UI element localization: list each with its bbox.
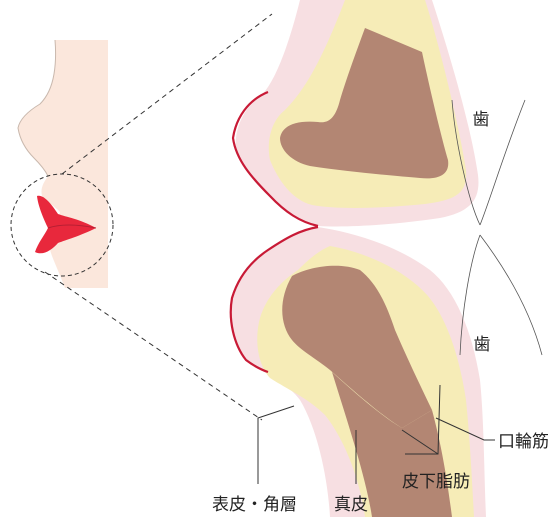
label-dermis: 真皮 bbox=[334, 495, 368, 515]
face-profile bbox=[11, 40, 113, 288]
zoom-line-bottom bbox=[45, 272, 262, 420]
label-epidermis: 表皮・角層 bbox=[212, 495, 297, 515]
leader-epidermis bbox=[258, 406, 294, 484]
lip-cross-section bbox=[231, 0, 486, 517]
label-orbicularis: 口輪筋 bbox=[498, 432, 549, 452]
label-subcutaneous-fat: 皮下脂肪 bbox=[402, 472, 470, 492]
label-teeth-upper: 歯 bbox=[473, 110, 490, 130]
label-teeth-lower: 歯 bbox=[474, 335, 491, 355]
face-skin bbox=[18, 40, 108, 288]
